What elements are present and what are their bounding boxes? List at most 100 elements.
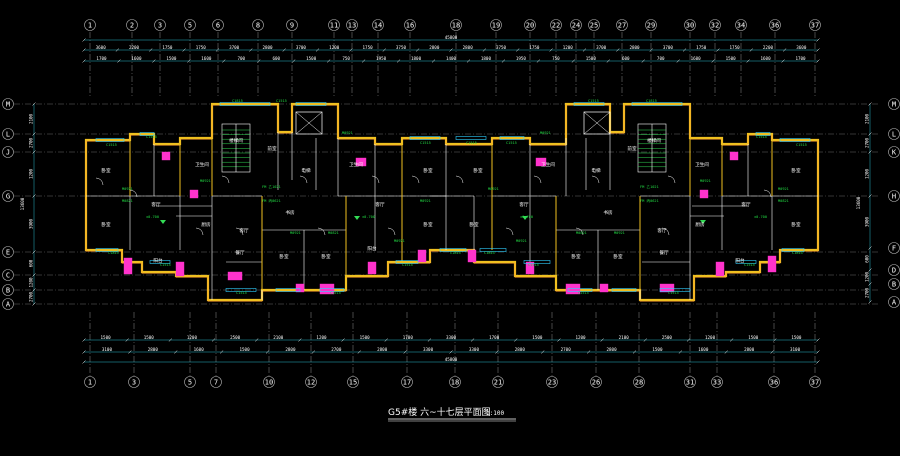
axis-bubble-left	[2, 269, 14, 281]
axis-bubble-bottom	[711, 376, 723, 388]
dim-top-row2-value: 700	[237, 56, 245, 61]
axis-bubble-bottom	[492, 376, 504, 388]
window	[659, 288, 691, 292]
dim-top-row2-tick	[711, 59, 715, 63]
door-swing	[387, 227, 396, 236]
axis-label-top: 24	[572, 22, 580, 30]
axis-label-top: 14	[374, 22, 382, 30]
door-window-tag: M0821	[576, 231, 587, 235]
dim-top-row2-value: 1950	[516, 56, 527, 61]
axis-label-left: E	[6, 249, 10, 257]
dim-top-row2-value: 1500	[726, 56, 737, 61]
door-window-tag: ±0.700	[146, 215, 159, 219]
dim-bottom-row2-tick	[211, 338, 216, 342]
dim-bottom-row1-tick	[586, 350, 591, 354]
dim-bottom-row1-tick	[816, 350, 820, 354]
door-window-tag: M0921	[540, 131, 551, 135]
dim-bottom-row2-value: 1200	[575, 335, 586, 340]
dim-top-row2-tick	[222, 59, 226, 63]
dim-right-tick	[868, 246, 872, 250]
dim-top-row2-value: 1800	[481, 56, 492, 61]
dim-bottom-row2-value: 1200	[705, 335, 716, 340]
dim-top-row1-tick	[449, 48, 453, 52]
axis-label-top: 9	[290, 22, 294, 30]
window	[611, 288, 637, 292]
door-window-tag: ±0.700	[754, 215, 767, 219]
fixture-marker	[699, 189, 709, 199]
room-label: 餐厅	[659, 249, 669, 256]
dim-left-tick	[32, 302, 36, 306]
dim-bottom-row1-tick	[495, 350, 499, 354]
axis-bubble-top	[570, 19, 582, 31]
axis-bubble-top	[154, 19, 166, 31]
dim-top-row1-value: 1750	[162, 45, 173, 50]
fixture-marker	[295, 283, 305, 293]
axis-label-top: 2	[130, 22, 134, 30]
room-label: 客厅	[657, 227, 667, 234]
axis-label-bottom: 23	[548, 379, 556, 387]
axis-label-top: 22	[552, 22, 560, 30]
dim-top-row1-value: 3750	[396, 45, 407, 50]
dim-top-row1-tick	[616, 48, 620, 52]
door-window-tag: C1515	[588, 99, 599, 103]
fixture-marker	[729, 151, 739, 161]
door-swing	[95, 177, 104, 186]
door-window-tag: M0921	[342, 131, 353, 135]
door-window-tag: C1515	[146, 135, 157, 139]
door-window-tag: FM 丙0621	[262, 198, 281, 203]
door-window-tag: C1515	[668, 291, 679, 295]
axis-label-right: A	[892, 299, 897, 307]
dim-top-row1-value: 1200	[329, 45, 340, 50]
axis-label-top: 20	[526, 22, 534, 30]
dim-bottom-row2-value: 2100	[273, 335, 284, 340]
dim-bottom-row2-tick	[341, 338, 345, 342]
window	[779, 138, 811, 142]
axis-label-left: C	[6, 272, 10, 280]
dim-right-tick	[868, 282, 872, 286]
dim-top-row2-tick	[606, 59, 610, 63]
dim-bottom-row2-tick	[557, 338, 561, 342]
door-window-tag: M0921	[420, 199, 431, 203]
dim-left-tick	[32, 273, 36, 277]
axis-bubble-top	[84, 19, 96, 31]
fixture-marker	[467, 249, 477, 263]
dim-right-value: 2700	[865, 287, 870, 298]
dim-top-row2-value: 1800	[411, 56, 422, 61]
dim-top-row1-value: 1750	[730, 45, 741, 50]
door-window-tag: FM 乙1021	[262, 184, 281, 189]
axis-bubble-top	[252, 19, 264, 31]
axis-label-top: 6	[216, 22, 220, 30]
fixture-marker	[189, 189, 199, 199]
dim-top-row2-value: 1700	[795, 56, 806, 61]
axis-bubble-top	[550, 19, 562, 31]
door-window-tag: C1815	[792, 251, 803, 255]
window	[523, 260, 551, 264]
dim-top-row2-value: 1400	[446, 56, 457, 61]
axis-bubble-bottom	[305, 376, 317, 388]
fixture-marker	[175, 261, 185, 277]
dim-top-row1-tick	[516, 48, 520, 52]
dim-top-row1-value: 3700	[663, 45, 674, 50]
drawing-scale: 1:100	[486, 410, 504, 417]
dim-right-total: 13600	[856, 196, 861, 209]
door-window-tag: M0921	[614, 231, 625, 235]
dim-bottom-row1-tick	[128, 350, 132, 354]
axis-bubble-bottom	[401, 376, 413, 388]
axis-bubble-bottom	[84, 376, 96, 388]
axis-bubble-top	[212, 19, 224, 31]
dim-right-value: 1200	[865, 271, 870, 282]
door-swing	[195, 227, 204, 236]
door-window-tag: M0821	[328, 231, 339, 235]
window	[631, 102, 683, 106]
dim-right-tick	[868, 268, 872, 272]
axis-bubble-top	[588, 19, 600, 31]
dim-top-row2-value: 700	[657, 56, 665, 61]
window	[219, 102, 271, 106]
dim-bottom-row2-value: 1500	[791, 335, 802, 340]
dim-bottom-row1-tick	[770, 350, 774, 354]
dim-left-total: 13600	[20, 197, 25, 210]
room-label: 卫生间	[349, 161, 363, 168]
axis-label-top: 11	[330, 22, 338, 30]
